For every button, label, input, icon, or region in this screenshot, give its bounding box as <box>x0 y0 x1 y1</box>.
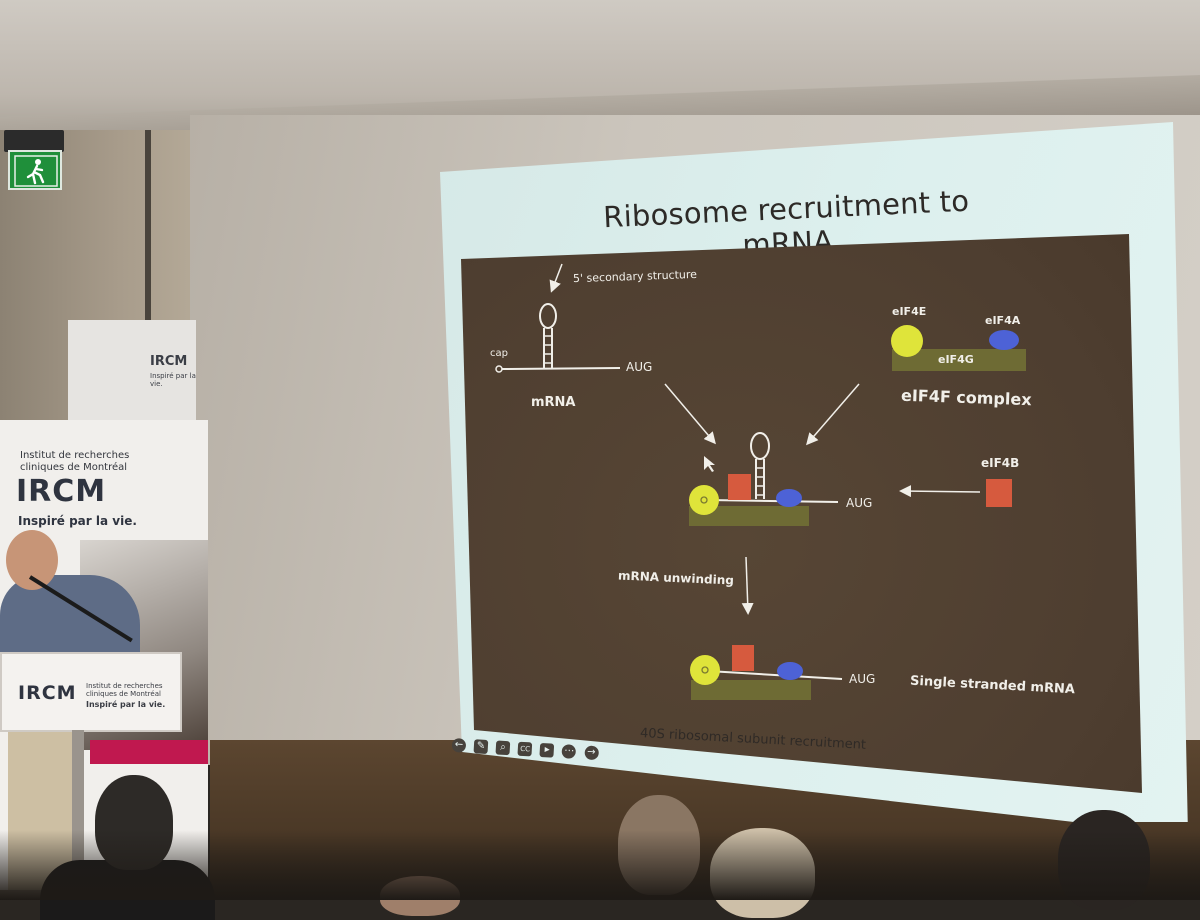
eif4b-square-bottom <box>732 645 754 671</box>
zoom-icon[interactable]: ⌕ <box>495 739 511 755</box>
eif4a-label: eIF4A <box>985 314 1021 327</box>
ribosome-recruitment-diagram <box>495 263 1026 700</box>
eif4g-bar <box>892 349 1026 371</box>
eif4a-oval-middle <box>776 489 802 507</box>
floor-shadow <box>0 830 1200 900</box>
eif4b-square-middle <box>728 474 751 500</box>
video-icon[interactable]: ▸ <box>539 742 555 758</box>
eif4f-complex <box>891 325 1026 371</box>
exit-sign <box>8 150 62 190</box>
back-banner-logo: IRCM <box>150 354 188 369</box>
mrna-strand <box>501 367 621 370</box>
eif4e-circle-middle <box>689 485 719 515</box>
eif4b-label: eIF4B <box>981 456 1020 470</box>
projected-slide: Ribosome recruitment to mRNA <box>440 122 1190 822</box>
aug-label-top: AUG <box>626 360 653 374</box>
eif4e-circle <box>891 325 923 357</box>
eif4e-label: eIF4E <box>892 305 927 318</box>
cc-icon[interactable]: CC <box>517 741 533 756</box>
banner-institute-line1: Institut de recherches <box>20 450 130 461</box>
eif4g-bar-middle <box>689 506 809 526</box>
aug-label-bottom: AUG <box>849 672 876 686</box>
hairpin-loop <box>539 303 557 329</box>
complex-bottom <box>690 645 843 700</box>
arrow-right-icon[interactable]: → <box>583 744 599 760</box>
running-man-icon <box>14 155 58 187</box>
aug-label-middle: AUG <box>846 496 873 510</box>
eif4b-square <box>986 479 1012 507</box>
podium-institute: Institut de recherches cliniques de Mont… <box>86 682 163 698</box>
podium-logo: IRCM <box>18 682 77 704</box>
diagram-panel: 5' secondary structure cap AUG mRNA eIF4… <box>461 234 1142 793</box>
cap-icon <box>495 365 503 373</box>
eif4g-label: eIF4G <box>938 353 974 366</box>
mrna-top <box>495 263 621 373</box>
arrow-eif4f-to-complex <box>806 383 860 446</box>
more-icon[interactable]: ⋯ <box>561 743 577 759</box>
arrow-eif4b-to-complex <box>899 485 981 498</box>
podium-tagline: Inspiré par la vie. <box>86 700 166 709</box>
eif4e-circle-bottom <box>690 655 720 685</box>
banner-logo: IRCM <box>16 474 107 509</box>
wall-divider <box>145 130 151 330</box>
back-banner-tagline: Inspiré par la vie. <box>150 372 196 388</box>
banner-tagline: Inspiré par la vie. <box>18 514 137 528</box>
pen-icon[interactable]: ✎ <box>473 738 489 754</box>
arrow-left-icon[interactable]: ← <box>451 737 467 753</box>
secondary-structure-arrow <box>549 263 563 293</box>
eif4g-bar-bottom <box>691 680 811 700</box>
arrow-mrna-to-complex <box>664 383 716 445</box>
eif4a-oval-bottom <box>777 662 803 680</box>
back-banner: IRCM Inspiré par la vie. <box>68 320 196 420</box>
podium: IRCM Institut de recherches cliniques de… <box>0 652 182 732</box>
eif4a-oval <box>989 330 1019 350</box>
mouse-cursor-icon <box>704 456 715 472</box>
speaker-body <box>0 575 140 665</box>
exit-sign-housing <box>4 130 64 152</box>
cap-label: cap <box>490 348 508 359</box>
banner-stripe <box>90 740 208 764</box>
complex-middle <box>689 432 839 526</box>
banner-institute-line2: cliniques de Montréal <box>20 462 128 473</box>
mrna-label: mRNA <box>531 395 576 410</box>
arrow-unwinding <box>741 556 754 615</box>
